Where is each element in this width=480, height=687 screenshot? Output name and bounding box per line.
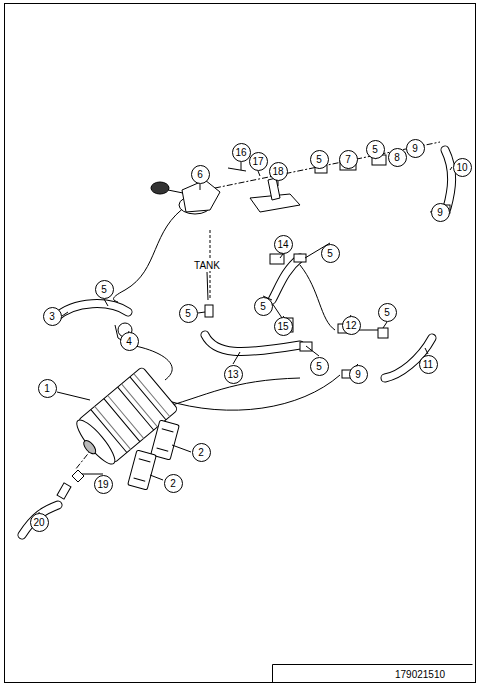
callout-number: 8 bbox=[388, 148, 407, 167]
callout-number: 13 bbox=[224, 365, 243, 384]
callout-number: 7 bbox=[339, 150, 358, 169]
callout-number: 12 bbox=[342, 316, 361, 335]
drawing-number: 179021510 bbox=[395, 669, 445, 680]
callout-number: 18 bbox=[269, 162, 288, 181]
callout-number: 5 bbox=[310, 357, 329, 376]
callout-number: 10 bbox=[453, 158, 472, 177]
callout-number: 20 bbox=[30, 513, 49, 532]
callout-number: 5 bbox=[179, 304, 198, 323]
callout-number: 17 bbox=[249, 152, 268, 171]
part-label: TANK bbox=[192, 260, 222, 271]
callout-number: 16 bbox=[232, 143, 251, 162]
callout-number: 6 bbox=[191, 165, 210, 184]
callout-number: 5 bbox=[378, 303, 397, 322]
callout-number: 5 bbox=[95, 280, 114, 299]
callout-number: 9 bbox=[431, 203, 450, 222]
callout-number: 5 bbox=[254, 297, 273, 316]
callout-number: 14 bbox=[274, 235, 293, 254]
callout-number: 9 bbox=[406, 139, 425, 158]
callout-number: 19 bbox=[94, 475, 113, 494]
callout-number: 3 bbox=[43, 307, 62, 326]
hoses bbox=[22, 150, 452, 535]
valve bbox=[115, 153, 450, 378]
canister bbox=[57, 367, 179, 500]
callout-number: 11 bbox=[419, 355, 438, 374]
frame bbox=[5, 4, 476, 683]
callout-number: 5 bbox=[321, 244, 340, 263]
callout-number: 4 bbox=[120, 332, 139, 351]
callout-number: 9 bbox=[349, 365, 368, 384]
callout-number: 5 bbox=[310, 150, 329, 169]
callout-number: 2 bbox=[192, 443, 211, 462]
leader-lines bbox=[39, 150, 452, 520]
callout-number: 1 bbox=[38, 379, 57, 398]
callout-number: 15 bbox=[274, 317, 293, 336]
callout-number: 5 bbox=[366, 140, 385, 159]
callout-number: 2 bbox=[164, 474, 183, 493]
hose-lines bbox=[75, 142, 440, 470]
